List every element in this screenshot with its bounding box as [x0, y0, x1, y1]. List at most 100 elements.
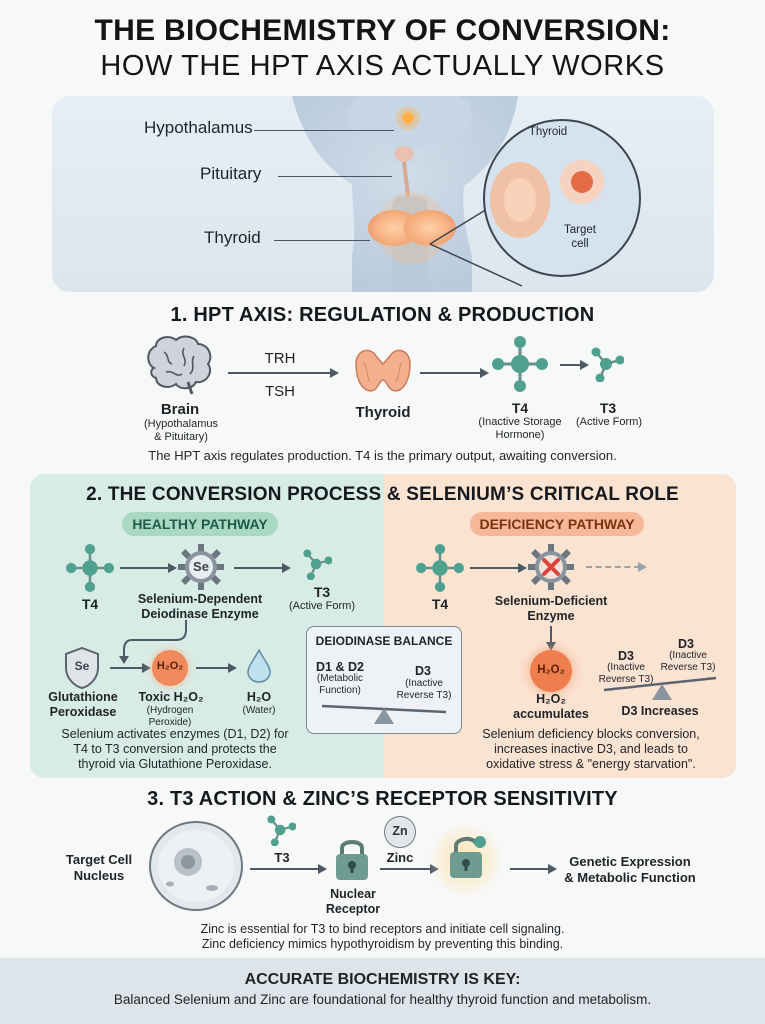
gpx-to-h2o2-arrowhead [142, 663, 151, 673]
zinc-badge: Zn [392, 824, 408, 838]
t4-to-deficient-enzyme-arrow [470, 567, 520, 569]
blocked-conversion-arrow [586, 566, 640, 568]
receptor-to-expression-arrowhead [548, 864, 557, 874]
main-title-line1: THE BIOCHEMISTRY OF CONVERSION: [94, 14, 671, 47]
balance-d3-sublabel: (Inactive Reverse T3) [396, 678, 452, 701]
gpx-to-h2o2-arrow [110, 667, 144, 669]
deficiency-pathway-pill: DEFICIENCY PATHWAY [470, 512, 644, 536]
balance-d1d2-label: D1 & D2 [316, 660, 364, 674]
pituitary-label: Pituitary [200, 164, 262, 183]
section2-title: 2. THE CONVERSION PROCESS & SELENIUM’S C… [86, 484, 679, 505]
t4-label-healthy: T4 [81, 596, 99, 612]
thyroid-label: Thyroid [204, 228, 261, 247]
pituitary-leader-line [278, 176, 392, 177]
water-label: H₂O [246, 690, 272, 704]
section1-caption: The HPT axis regulates production. T4 is… [148, 448, 617, 463]
trh-arrowhead [330, 368, 339, 378]
healthy-pathway-caption: Selenium activates enzymes (D1, D2) for … [61, 727, 289, 771]
t4-to-enzyme-arrow [120, 567, 170, 569]
t4-molecule-icon [492, 336, 548, 392]
balance-scale-icon [321, 704, 447, 724]
h2o2-molecule-deficiency-icon [530, 650, 572, 692]
d3-left-label: D3 [618, 649, 634, 663]
toxic-h2o2-label: Toxic H₂O₂ [138, 690, 204, 704]
t3-label-healthy: T3 [313, 584, 331, 600]
genetic-expression-label: Genetic Expression & Metabolic Function [564, 854, 696, 885]
thyroid-label-s1: Thyroid [355, 404, 411, 421]
t3-molecule-s3-icon [267, 815, 296, 846]
selenium-gear-label: Se [193, 559, 209, 574]
healthy-pathway-pill: HEALTHY PATHWAY [122, 512, 278, 536]
thyroid-to-t4-arrow [420, 372, 482, 374]
selenium-dependent-enzyme-label: Selenium-Dependent Deiodinase Enzyme [137, 592, 263, 621]
t4-to-deficient-enzyme-arrowhead [518, 563, 527, 573]
zinc-atom-icon [384, 816, 416, 848]
enzyme-to-h2o2-deficiency-arrow [550, 626, 552, 644]
enzyme-to-t3-arrow [234, 567, 284, 569]
brain-icon [147, 335, 212, 395]
h2o2-molecule-healthy-icon [152, 650, 188, 686]
zinc-label: Zinc [386, 850, 414, 865]
glutathione-shield-icon [65, 646, 99, 690]
deiodinase-balance-title: DEIODINASE BALANCE [315, 634, 453, 648]
toxic-h2o2-sublabel: (Hydrogen Peroxide) [146, 705, 194, 728]
nuclear-receptor-label: Nuclear Receptor [325, 887, 381, 916]
blocked-conversion-arrowhead [638, 562, 647, 572]
t4-label-s1: T4 [511, 400, 529, 416]
enzyme-to-t3-arrowhead [282, 563, 291, 573]
selenium-gear-icon [178, 544, 224, 590]
unlocked-receptor-icon [450, 836, 486, 878]
t3-to-receptor-arrowhead [318, 864, 327, 874]
footer-heading: ACCURATE BIOCHEMISTRY IS KEY: [244, 971, 521, 988]
deficient-enzyme-gear-icon [528, 544, 574, 590]
section3-caption: Zinc is essential for T3 to bind recepto… [200, 922, 565, 951]
tsh-label: TSH [265, 383, 295, 400]
target-cell-icon [149, 821, 243, 911]
balance-d3-label: D3 [415, 664, 431, 678]
hypothalamus-leader-line [254, 130, 394, 131]
nuclear-receptor-lock-icon [336, 840, 368, 880]
trh-label: TRH [264, 350, 296, 367]
deficiency-pathway-caption: Selenium deficiency blocks conversion, i… [482, 727, 700, 771]
t3-label-s3: T3 [274, 850, 290, 865]
t4-molecule-healthy-icon [66, 544, 114, 592]
t3-sublabel-s1: (Active Form) [576, 416, 642, 428]
thyroid-leader-line [274, 240, 370, 241]
t3-label-s1: T3 [599, 400, 617, 416]
water-droplet-icon [247, 648, 271, 683]
h2o2-accumulates-label: H₂O₂ accumulates [513, 692, 589, 721]
t4-to-t3-arrowhead [580, 360, 589, 370]
footer-band [0, 958, 765, 1024]
thyroid-to-t4-arrowhead [480, 368, 489, 378]
d3-increases-label: D3 Increases [621, 704, 699, 718]
thyroid-gland-icon [355, 349, 411, 392]
balance-d1d2-sublabel: (Metabolic Function) [316, 673, 364, 696]
zoom-target-cell-label: Target cell [564, 224, 596, 250]
section1-title: 1. HPT AXIS: REGULATION & PRODUCTION [170, 304, 595, 326]
main-title-line2: HOW THE HPT AXIS ACTUALLY WORKS [100, 50, 665, 82]
head-anatomy-illustration [292, 96, 641, 292]
enzyme-to-peroxide-arrow [119, 620, 187, 664]
d3-right-label: D3 [678, 637, 694, 651]
hypothalamus-label: Hypothalamus [144, 118, 253, 137]
t4-label-deficiency: T4 [431, 596, 449, 612]
t4-to-enzyme-arrowhead [168, 563, 177, 573]
d3-left-sublabel: (Inactive Reverse T3) [598, 662, 654, 685]
shield-se-label: Se [74, 659, 90, 673]
receptor-to-expression-arrow [510, 868, 550, 870]
footer-text: Balanced Selenium and Zinc are foundatio… [113, 992, 652, 1007]
t4-to-t3-arrow [560, 364, 582, 366]
t3-molecule-icon [591, 347, 624, 382]
brain-sublabel: (Hypothalamus & Pituitary) [144, 418, 218, 444]
selenium-deficient-enzyme-label: Selenium-Deficient Enzyme [494, 594, 608, 623]
hero-illustration: Hypothalamus Pituitary Thyroid Thyroid T… [52, 96, 714, 292]
zinc-to-open-receptor-arrow [380, 868, 432, 870]
h2o2-to-water-arrow [196, 667, 230, 669]
glutathione-peroxidase-label: Glutathione Peroxidase [48, 690, 118, 719]
t3-molecule-healthy-icon [303, 549, 332, 580]
t4-molecule-deficiency-icon [416, 544, 464, 592]
h2o2-to-water-arrowhead [228, 663, 237, 673]
t3-sublabel-healthy: (Active Form) [289, 600, 355, 612]
target-cell-nucleus-label: Target Cell Nucleus [65, 852, 133, 883]
t3-to-receptor-arrow [250, 868, 320, 870]
